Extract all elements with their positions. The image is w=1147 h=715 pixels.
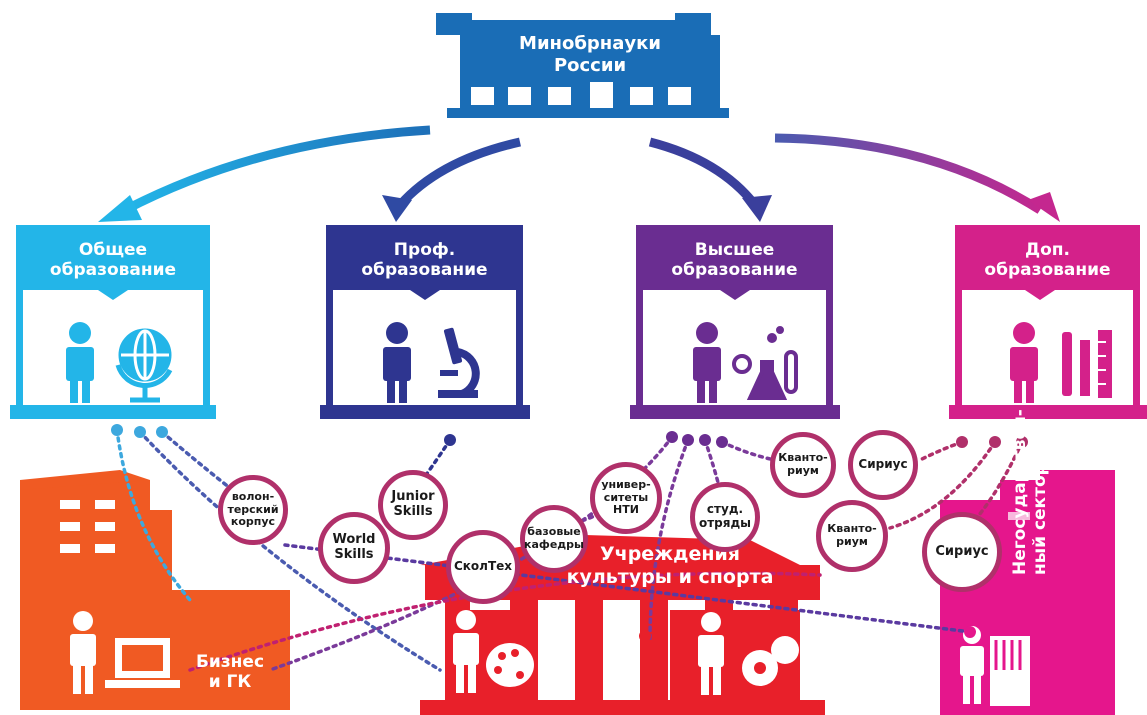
branch-general-line1: Общее <box>78 240 148 260</box>
microscope-icon <box>438 327 480 398</box>
branch-general-line2: образование <box>49 260 177 281</box>
arrowhead-right <box>1028 192 1060 222</box>
branch-prof <box>320 225 530 419</box>
person-icon <box>453 610 479 693</box>
laptop-icon <box>105 638 180 688</box>
branch-higher <box>630 225 840 419</box>
branch-general <box>10 225 216 419</box>
ministry-building <box>436 13 729 118</box>
connector-dots <box>111 424 1028 642</box>
bubble-kvant2: Кванто- риум <box>816 500 888 572</box>
piano-icon <box>990 636 1030 706</box>
branch-higher-line2: образование <box>671 260 798 281</box>
bubble-nti: универ- ситеты НТИ <box>590 462 662 534</box>
ministry-title-line1: Минобрнауки <box>519 33 661 54</box>
ministry-title: Минобрнауки России <box>460 33 720 76</box>
bubble-base-chairs: базовые кафедры <box>520 505 588 573</box>
sector-business <box>20 470 290 710</box>
sector-culture-line2: культуры и спорта <box>566 565 774 588</box>
bubble-sirius1: Сириус <box>848 430 918 500</box>
branch-additional <box>949 225 1147 419</box>
bubble-volunteer: волон- терский корпус <box>218 475 288 545</box>
person-icon <box>383 322 411 403</box>
arrowhead-high <box>742 195 772 222</box>
flask-icon <box>732 326 798 400</box>
person-icon <box>698 612 724 695</box>
person-icon <box>693 322 721 403</box>
palette-icon <box>486 643 534 687</box>
branch-additional-label: Доп. образование <box>955 240 1140 281</box>
sector-business-line1: Бизнес <box>195 652 265 672</box>
branch-prof-label: Проф. образование <box>326 240 523 281</box>
sector-nongov-label: Негосударствен- ный сектор <box>1010 315 1051 575</box>
pencil-ruler-icon <box>1062 330 1112 398</box>
person-icon <box>66 322 94 403</box>
bubble-sirius2: Сириус <box>922 512 1002 592</box>
sector-culture <box>420 535 825 715</box>
sector-nongov-line1: Негосударствен- <box>1010 409 1030 575</box>
ball-icon <box>742 636 799 686</box>
ministry-title-line2: России <box>553 54 627 76</box>
sector-business-label: Бизнес и ГК <box>180 652 280 693</box>
arrowhead-left <box>98 195 142 222</box>
branch-higher-label: Высшее образование <box>636 240 833 281</box>
sector-culture-label: Учреждения культуры и спорта <box>520 543 820 589</box>
bubble-skoltech: СколТех <box>446 530 520 604</box>
branch-general-label: Общее образование <box>16 240 210 281</box>
sector-nongov-line2: ный сектор <box>1030 463 1051 575</box>
branch-prof-line2: образование <box>361 260 488 281</box>
bubble-kvant1: Кванто- риум <box>770 432 836 498</box>
bubble-worldskills: World Skills <box>318 512 390 584</box>
branch-additional-line2: образование <box>984 260 1111 281</box>
branch-additional-line1: Доп. <box>1024 240 1071 260</box>
bubble-stud: студ. отряды <box>690 482 760 552</box>
sector-nongov <box>940 470 1115 715</box>
branch-higher-line1: Высшее <box>694 240 775 260</box>
person-icon <box>1010 322 1038 403</box>
branch-prof-line1: Проф. <box>393 240 456 260</box>
sector-culture-line1: Учреждения <box>600 543 740 565</box>
globe-icon <box>115 328 173 403</box>
arrows <box>122 125 1043 214</box>
person-icon <box>70 611 96 694</box>
bubble-juniorskills: Junior Skills <box>378 470 448 540</box>
arrowhead-prof <box>382 195 412 222</box>
sector-business-line2: и ГК <box>208 672 252 693</box>
